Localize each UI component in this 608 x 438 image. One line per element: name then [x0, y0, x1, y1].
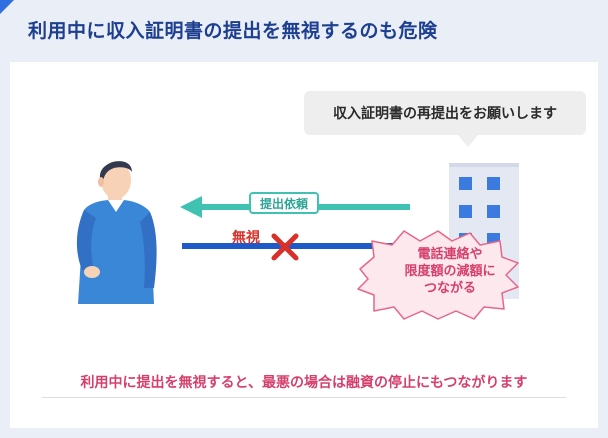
burst-line-1: 電話連絡や — [417, 247, 483, 262]
burst-text: 電話連絡や 限度額の減額に つながる — [382, 246, 518, 297]
burst-line-3: つながる — [423, 281, 476, 296]
burst-line-2: 限度額の減額に — [404, 264, 496, 279]
page-title: 利用中に収入証明書の提出を無視するのも危険 — [28, 20, 438, 42]
caption: 利用中に提出を無視すると、最悪の場合は融資の停止にもつながります — [80, 375, 528, 391]
caption-divider — [42, 397, 566, 398]
speech-bubble-tail — [458, 135, 478, 147]
speech-bubble: 収入証明書の再提出をお願いします — [304, 91, 586, 135]
request-label: 提出依頼 — [249, 192, 319, 214]
cross-mark-icon — [271, 233, 299, 261]
person-icon — [76, 161, 157, 304]
ignore-label: 無視 — [232, 230, 260, 246]
ignore-line — [182, 243, 412, 249]
burst-shape — [357, 230, 519, 320]
corner-accent — [0, 0, 14, 14]
